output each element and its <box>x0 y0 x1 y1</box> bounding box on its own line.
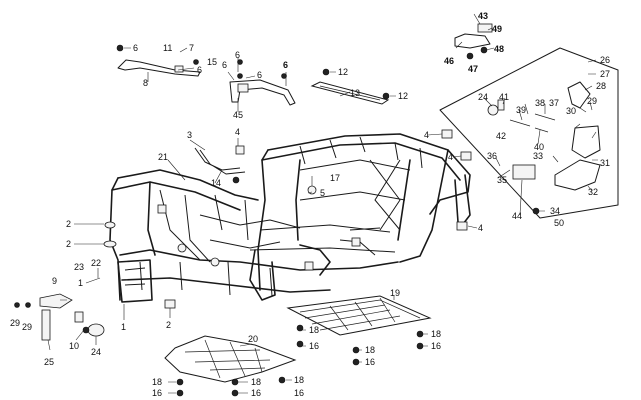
callout-18: 18 <box>294 375 304 385</box>
callout-18: 18 <box>251 377 261 387</box>
callout-23: 23 <box>74 262 84 272</box>
callout-29: 29 <box>22 322 32 332</box>
callout-27: 27 <box>600 69 610 79</box>
callout-16: 16 <box>152 388 162 398</box>
callout-38: 38 <box>535 98 545 108</box>
callout-19: 19 <box>390 288 400 298</box>
callout-24: 24 <box>478 92 488 102</box>
callout-4: 4 <box>235 127 240 137</box>
callout-16: 16 <box>309 341 319 351</box>
callout-14: 14 <box>211 178 221 188</box>
callout-35: 35 <box>497 175 507 185</box>
callout-11: 11 <box>163 43 172 53</box>
callout-6: 6 <box>222 60 227 70</box>
bracket-45 <box>229 79 296 106</box>
callout-18: 18 <box>431 329 441 339</box>
callout-10: 10 <box>69 341 79 351</box>
callout-16: 16 <box>294 388 304 398</box>
callout-2: 2 <box>66 219 71 229</box>
callout-41: 41 <box>499 92 509 102</box>
callout-5: 5 <box>320 188 325 198</box>
callout-25: 25 <box>44 357 54 367</box>
callout-16: 16 <box>365 357 375 367</box>
callout-33: 33 <box>533 151 543 161</box>
callout-13: 13 <box>350 88 360 98</box>
callout-20: 20 <box>248 334 258 344</box>
callout-34: 34 <box>550 206 560 216</box>
skid-plate-19 <box>286 295 432 336</box>
callout-43: 43 <box>478 11 488 21</box>
group-50-box <box>439 47 619 219</box>
callout-17: 17 <box>330 173 340 183</box>
callout-50: 50 <box>554 218 564 228</box>
callout-24: 24 <box>91 347 101 357</box>
callout-18: 18 <box>309 325 319 335</box>
bracket-8 <box>117 59 201 77</box>
callout-16: 16 <box>251 388 261 398</box>
callout-4: 4 <box>448 152 453 162</box>
callout-48: 48 <box>494 44 504 54</box>
callout-6: 6 <box>133 43 138 53</box>
tube-3 <box>194 147 246 175</box>
callout-40: 40 <box>534 142 544 152</box>
callout-31: 31 <box>600 158 610 168</box>
callout-16: 16 <box>431 341 441 351</box>
callout-12: 12 <box>398 91 408 101</box>
callout-30: 30 <box>566 106 576 116</box>
callout-29: 29 <box>10 318 20 328</box>
callout-7: 7 <box>189 43 194 53</box>
bolts <box>14 44 424 397</box>
callout-6: 6 <box>257 70 262 80</box>
callout-2: 2 <box>166 320 171 330</box>
bracket-13 <box>310 81 390 105</box>
callout-6: 6 <box>197 65 202 75</box>
callout-2: 2 <box>66 239 71 249</box>
callout-21: 21 <box>158 152 168 162</box>
clevis-9 <box>39 293 73 341</box>
callout-18: 18 <box>365 345 375 355</box>
callout-6: 6 <box>283 60 288 70</box>
callout-44: 44 <box>512 211 522 221</box>
callout-1: 1 <box>78 278 83 288</box>
callout-9: 9 <box>52 276 57 286</box>
callout-28: 28 <box>596 81 606 91</box>
callout-6: 6 <box>235 50 240 60</box>
callout-26: 26 <box>600 55 610 65</box>
callout-45: 45 <box>233 110 243 120</box>
callout-37: 37 <box>549 98 559 108</box>
callout-1: 1 <box>121 322 126 332</box>
callout-29: 29 <box>587 96 597 106</box>
callout-8: 8 <box>143 78 148 88</box>
pin-24 <box>87 323 105 337</box>
plugs <box>74 129 472 323</box>
callout-22: 22 <box>91 258 101 268</box>
callout-4: 4 <box>424 130 429 140</box>
callout-15: 15 <box>207 57 217 67</box>
callout-4: 4 <box>478 223 483 233</box>
callout-36: 36 <box>487 151 497 161</box>
callout-42: 42 <box>496 131 506 141</box>
part-43-49 <box>454 23 493 60</box>
callout-49: 49 <box>492 24 502 34</box>
callout-32: 32 <box>588 187 598 197</box>
callout-18: 18 <box>152 377 162 387</box>
skid-plate-20 <box>164 335 297 383</box>
callout-labels: 6 11 7 15 6 8 6 6 6 45 6 12 13 12 3 4 21… <box>10 11 610 398</box>
callout-46: 46 <box>444 56 454 66</box>
callout-3: 3 <box>187 130 192 140</box>
callout-12: 12 <box>338 67 348 77</box>
leader-lines <box>47 13 598 394</box>
callout-39: 39 <box>516 105 526 115</box>
callout-47: 47 <box>468 64 478 74</box>
